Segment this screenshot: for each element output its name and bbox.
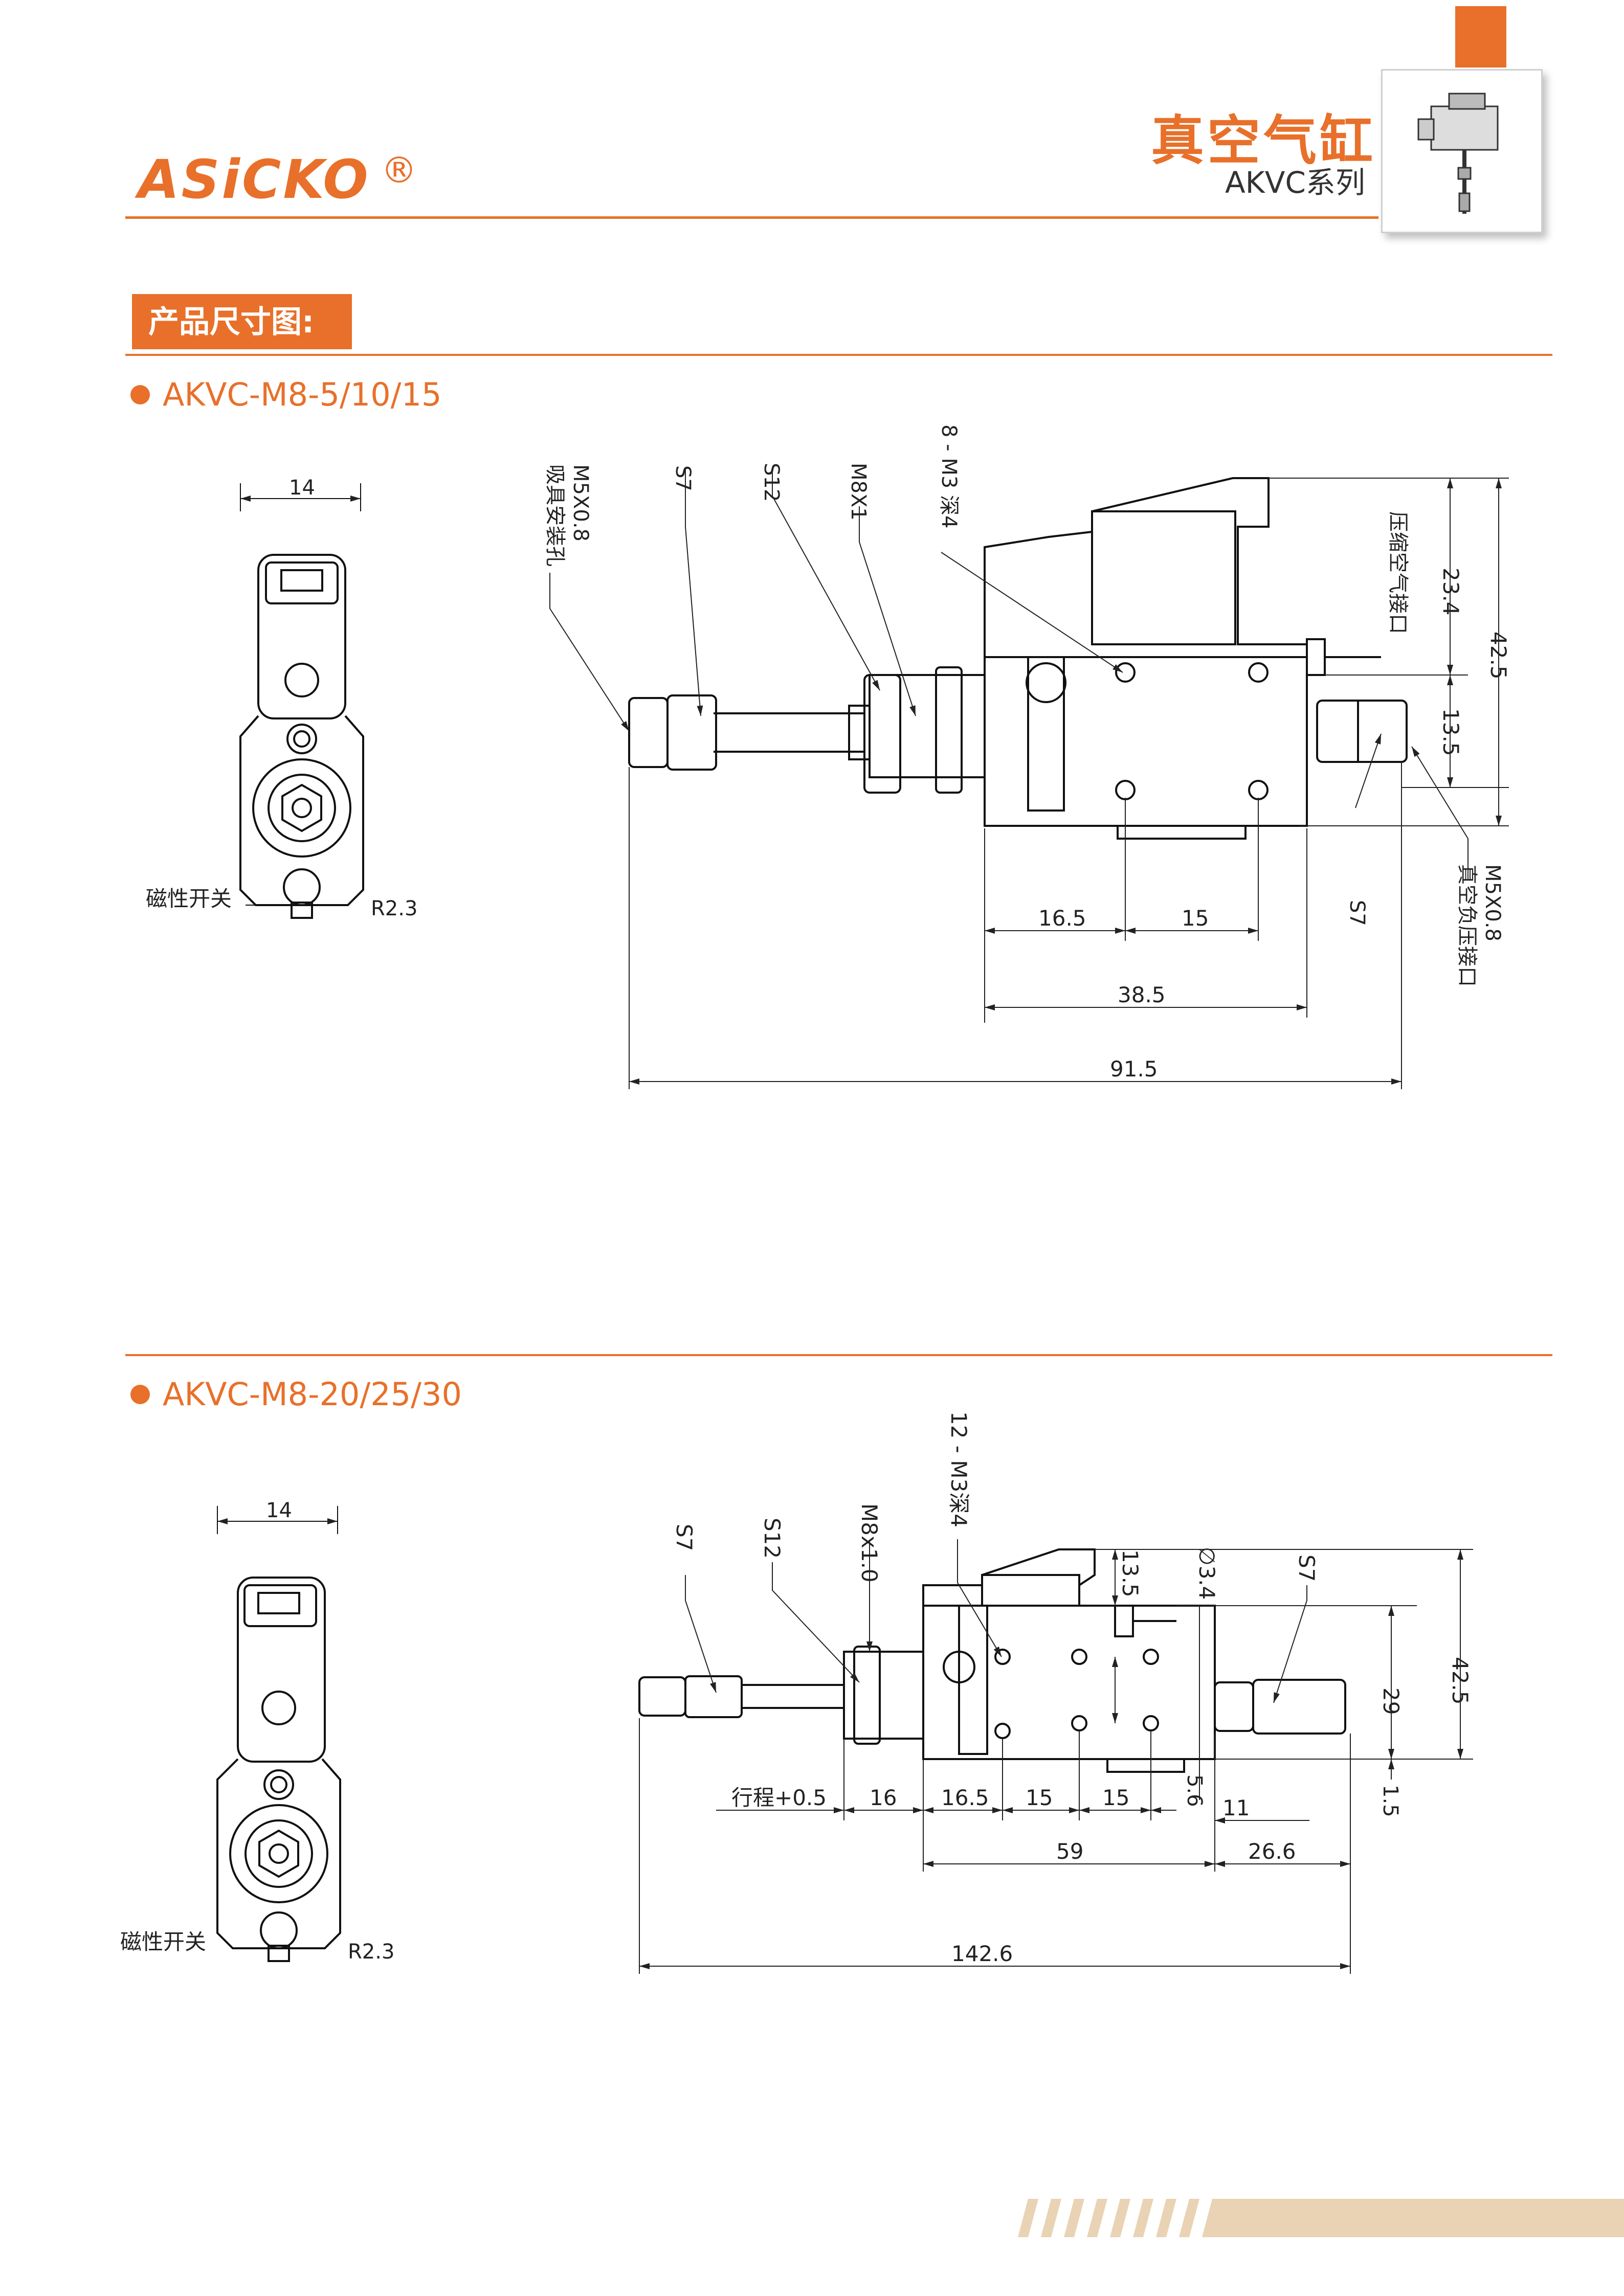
- d2-dim-16: 16: [870, 1785, 897, 1810]
- d2-dim-16-5: 16.5: [941, 1785, 989, 1810]
- model-heading-2: AKVC-M8-20/25/30: [130, 1376, 462, 1413]
- d2-dim-1-5: 1.5: [1378, 1785, 1402, 1817]
- product-thumbnail-icon: [1417, 93, 1499, 214]
- page-title: 真空气缸: [1151, 109, 1376, 172]
- side2-radius: R2.3: [348, 1940, 394, 1964]
- d2-stroke: 行程+0.5: [731, 1785, 827, 1810]
- page-subtitle: AKVC系列: [1225, 165, 1365, 200]
- model-name-2: AKVC-M8-20/25/30: [163, 1376, 462, 1413]
- side1-radius: R2.3: [371, 897, 417, 920]
- d2-dim-29: 29: [1378, 1687, 1404, 1715]
- brand-logo: ASiCKO: [138, 148, 370, 211]
- model-name-1: AKVC-M8-5/10/15: [163, 376, 442, 413]
- d1-m8: M8X1: [847, 463, 870, 521]
- d1-dim-16-5: 16.5: [1038, 906, 1086, 931]
- drawing-2: 14 磁性开关 R2.3: [120, 1411, 1473, 1974]
- model-divider: [125, 1354, 1552, 1356]
- d1-dim-23-4: 23.4: [1438, 568, 1463, 616]
- d2-dim-13-5: 13.5: [1118, 1549, 1143, 1597]
- d2-dim-15a: 15: [1026, 1785, 1053, 1810]
- model-heading-1: AKVC-M8-5/10/15: [130, 376, 441, 413]
- d1-m5-mount-desc: 吸具安装孔: [543, 464, 567, 567]
- d1-holes: 8 - M3 深4: [937, 424, 961, 528]
- d2-s7-right: S7: [1294, 1555, 1319, 1582]
- front-view-2: [638, 1548, 1346, 1773]
- d2-dim-59: 59: [1056, 1839, 1083, 1864]
- d1-m5-mount: M5X0.8: [569, 464, 592, 542]
- d2-dim-142-6: 142.6: [951, 1941, 1013, 1966]
- registered-mark: ®: [381, 149, 417, 191]
- bullet-icon: [130, 385, 150, 404]
- d2-dim-5-6: 5.6: [1183, 1774, 1206, 1807]
- d2-dim-11: 11: [1222, 1795, 1250, 1820]
- side-view-1: [239, 483, 364, 919]
- drawing2-labels: S7 S12 M8x1.0 12 - M3深4 ∅3.4 S7 13.5 42.…: [672, 1411, 1473, 1966]
- d1-vac-port: M5X0.8: [1481, 864, 1504, 941]
- section-label-box: [132, 294, 352, 349]
- section-title: 产品尺寸图:: [148, 304, 314, 340]
- d2-dim-15b: 15: [1102, 1785, 1129, 1810]
- side1-width: 14: [289, 476, 315, 500]
- side2-switch-label: 磁性开关: [120, 1929, 206, 1954]
- d1-s12: S12: [760, 463, 783, 502]
- d1-dim-42-5: 42.5: [1486, 632, 1511, 680]
- header-divider: [125, 216, 1378, 219]
- front-view-1: [628, 477, 1408, 840]
- d1-dim-13-5: 13.5: [1438, 708, 1463, 756]
- product-thumbnail: [1381, 69, 1543, 233]
- side-view-2: [216, 1506, 341, 1962]
- d1-dim-38-5: 38.5: [1118, 982, 1166, 1007]
- d2-holes: 12 - M3深4: [946, 1411, 971, 1527]
- drawing-1: 14 磁性开关 R2.3: [146, 424, 1511, 1089]
- d2-dim-26-6: 26.6: [1248, 1839, 1296, 1864]
- drawing1-labels: M5X0.8 吸具安装孔 S7 S12 M8X1 8 - M3 深4 压缩空气接…: [543, 424, 1511, 1082]
- d2-m8: M8x1.0: [857, 1503, 882, 1583]
- d1-vac-port-desc: 真空负压接口: [1455, 864, 1479, 987]
- d1-air-inlet: 压缩空气接口: [1386, 511, 1410, 634]
- d1-s7-left: S7: [671, 465, 695, 491]
- d2-s12: S12: [760, 1518, 785, 1559]
- side2-width: 14: [266, 1499, 292, 1522]
- side1-switch-label: 磁性开关: [146, 886, 232, 911]
- d1-dim-91-5: 91.5: [1110, 1056, 1158, 1082]
- d2-dim-42-5: 42.5: [1448, 1657, 1473, 1705]
- d2-dia: ∅3.4: [1194, 1547, 1219, 1600]
- d2-s7-left: S7: [672, 1524, 697, 1551]
- d1-s7-right: S7: [1345, 900, 1369, 926]
- d1-dim-15: 15: [1182, 906, 1209, 931]
- corner-tab: [1455, 6, 1506, 67]
- footer-stripes: [1018, 2199, 1624, 2237]
- bullet-icon: [130, 1384, 150, 1404]
- section-divider: [125, 354, 1552, 356]
